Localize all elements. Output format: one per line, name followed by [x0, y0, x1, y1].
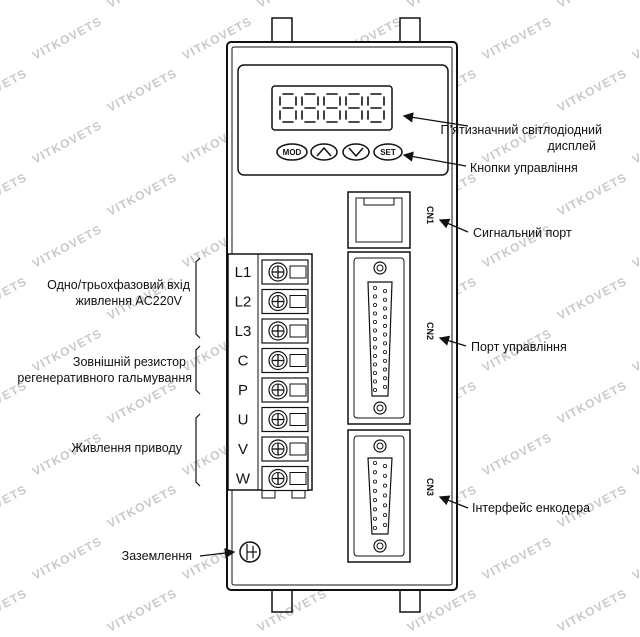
watermark-text: VITKOVETS — [480, 14, 555, 63]
drive-power-callout: Живлення приводу — [71, 441, 182, 455]
watermark-text: VITKOVETS — [555, 586, 630, 632]
watermark-text: VITKOVETS — [630, 118, 640, 167]
watermark-text: VITKOVETS — [105, 482, 180, 531]
signal-port-callout: Сигнальний порт — [473, 226, 572, 240]
watermark-text: VITKOVETS — [555, 378, 630, 427]
cn1-label: CN1 — [425, 206, 435, 224]
power-callout-line1: Одно/трьохфазовий вхід — [47, 278, 191, 292]
up-button[interactable] — [310, 143, 338, 161]
watermark-text: VITKOVETS — [405, 0, 480, 11]
watermark-text: VITKOVETS — [480, 534, 555, 583]
terminal-w: W — [236, 465, 309, 492]
terminal-u: U — [238, 406, 309, 433]
buttons-callout: Кнопки управління — [470, 161, 578, 175]
down-arrow-icon — [348, 147, 364, 158]
watermark-text: VITKOVETS — [630, 534, 640, 583]
resistor-callout-line1: Зовнішній резистор — [73, 355, 186, 369]
callout-arrows — [199, 112, 469, 559]
watermark-text: VITKOVETS — [105, 66, 180, 115]
led-digit — [323, 93, 341, 123]
terminal-label: V — [238, 441, 248, 458]
terminal-label: C — [238, 353, 249, 370]
power-callout-line2: живлення AC220V — [75, 294, 182, 308]
control-port-callout: Порт управління — [471, 340, 567, 354]
watermark-text: VITKOVETS — [480, 430, 555, 479]
mounting-tab-bottom — [271, 590, 421, 613]
terminal-label: U — [238, 412, 249, 429]
down-button[interactable] — [342, 143, 370, 161]
cn2-control-port — [347, 251, 411, 425]
mounting-tab-top — [271, 17, 421, 42]
led-digit — [301, 93, 319, 123]
watermark-text: VITKOVETS — [0, 586, 29, 632]
watermark-text: VITKOVETS — [630, 14, 640, 63]
watermark-text: VITKOVETS — [0, 274, 29, 323]
terminal-label: L2 — [235, 294, 252, 311]
watermark-text: VITKOVETS — [105, 378, 180, 427]
terminal-l2: L2 — [235, 288, 309, 315]
cn3-encoder-port — [347, 429, 411, 563]
watermark-text: VITKOVETS — [555, 66, 630, 115]
terminal-brackets — [195, 257, 201, 487]
watermark-text: VITKOVETS — [105, 170, 180, 219]
watermark-text: VITKOVETS — [630, 430, 640, 479]
terminal-label: W — [236, 471, 251, 488]
terminal-l3: L3 — [235, 318, 309, 344]
set-button-label: SET — [380, 148, 396, 157]
watermark-text: VITKOVETS — [0, 170, 29, 219]
watermark-text: VITKOVETS — [0, 66, 29, 115]
watermark-text: VITKOVETS — [555, 170, 630, 219]
display-callout-line1: П’ятизначний світлодіодний — [440, 123, 602, 137]
watermark-text: VITKOVETS — [30, 14, 105, 63]
up-arrow-icon — [316, 146, 332, 157]
set-button[interactable]: SET — [373, 143, 403, 161]
resistor-callout-line2: регенеративного гальмування — [17, 371, 192, 385]
display-callout-line2: дисплей — [547, 139, 596, 153]
watermark-text: VITKOVETS — [0, 482, 29, 531]
led-digit — [367, 93, 385, 123]
mod-button[interactable]: MOD — [276, 143, 308, 161]
terminal-label: P — [238, 382, 248, 399]
terminal-label: L1 — [235, 264, 252, 281]
terminal-v: V — [238, 436, 309, 462]
led-digit — [345, 93, 363, 123]
encoder-callout: Інтерфейс енкодера — [472, 501, 590, 515]
watermark-text: VITKOVETS — [30, 534, 105, 583]
watermark-text: VITKOVETS — [105, 0, 180, 11]
ground-terminal — [239, 541, 261, 563]
terminal-l1: L1 — [235, 259, 309, 285]
watermark-text: VITKOVETS — [630, 326, 640, 375]
watermark-text: VITKOVETS — [555, 0, 630, 11]
ground-callout: Заземлення — [122, 549, 192, 563]
terminal-c: C — [238, 347, 309, 374]
watermark-text: VITKOVETS — [30, 118, 105, 167]
watermark-text: VITKOVETS — [105, 586, 180, 632]
watermark-text: VITKOVETS — [30, 222, 105, 271]
watermark-text: VITKOVETS — [0, 378, 29, 427]
cn3-label: CN3 — [425, 478, 435, 496]
cn1-signal-port — [347, 191, 411, 249]
led-display — [279, 93, 385, 123]
watermark-text: VITKOVETS — [255, 0, 330, 11]
watermark-text: VITKOVETS — [555, 274, 630, 323]
terminal-p: P — [238, 377, 309, 403]
led-digit — [279, 93, 297, 123]
cn2-label: CN2 — [425, 322, 435, 340]
watermark-text: VITKOVETS — [630, 222, 640, 271]
terminal-label: L3 — [235, 323, 252, 340]
watermark-text: VITKOVETS — [0, 0, 29, 11]
mod-button-label: MOD — [283, 148, 302, 157]
watermark-text: VITKOVETS — [405, 586, 480, 632]
